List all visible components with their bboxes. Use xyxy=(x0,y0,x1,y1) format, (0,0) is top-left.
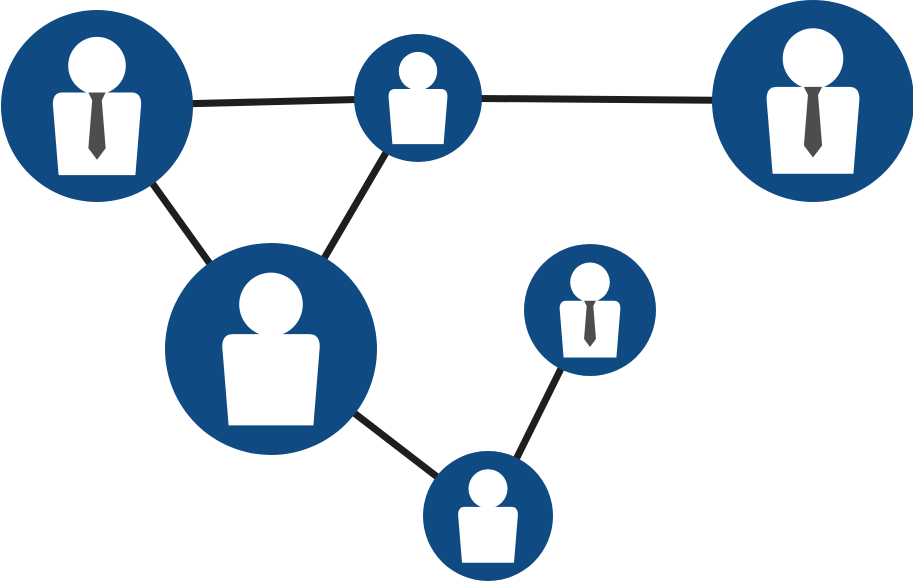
person-top-middle-node xyxy=(354,34,482,162)
person-top-right-node xyxy=(712,0,913,202)
necktie-icon xyxy=(803,86,823,158)
person-icon xyxy=(388,51,448,145)
person-icon xyxy=(222,272,320,426)
person-bottom-node xyxy=(423,451,553,581)
person-with-tie-icon xyxy=(559,262,621,358)
necktie-icon xyxy=(584,300,596,347)
necktie-icon xyxy=(88,92,106,160)
person-top-left-node xyxy=(1,10,193,202)
person-with-tie-icon xyxy=(52,36,142,176)
person-middle-right-node xyxy=(524,244,656,376)
person-with-tie-icon xyxy=(766,28,860,174)
person-center-left-node xyxy=(165,243,377,455)
person-icon xyxy=(458,469,518,563)
